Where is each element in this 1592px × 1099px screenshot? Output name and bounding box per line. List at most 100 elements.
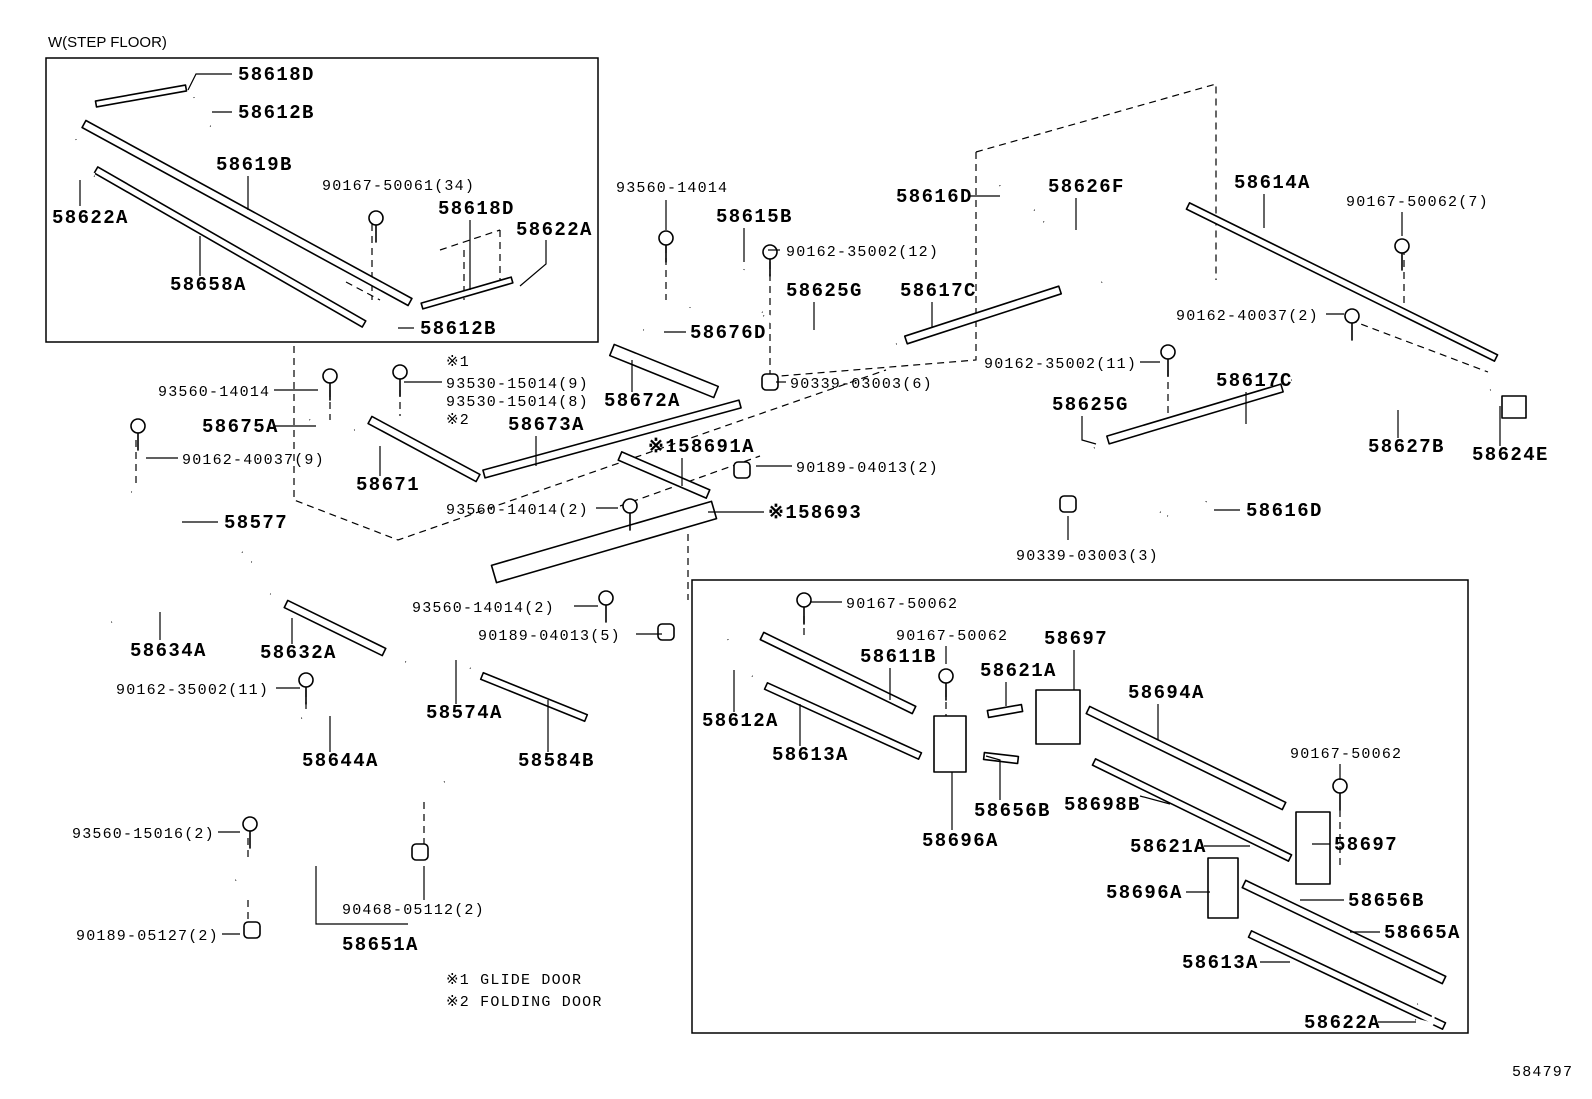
part-number-label: 58621A [1130,836,1207,858]
part-number-label: 58626F [1048,176,1125,198]
part-number-label: 58676D [690,322,767,344]
part-number-label: 58616D [1246,500,1323,522]
part-58698b [1091,758,1293,862]
fastener-label: 90167-50062 [846,596,958,613]
screw-icon [130,418,146,434]
fastener-label: 93560-14014 [616,180,728,197]
part-number-label: 58577 [224,512,288,534]
screw-icon [796,592,812,608]
clip-icon [733,461,751,479]
part-58693 [490,500,718,584]
part-number-label: 58615B [716,206,793,228]
part-number-label: 58671 [356,474,420,496]
part-number-label: 58611B [860,646,937,668]
part-58694a [1085,705,1287,811]
part-number-label: 58574A [426,702,503,724]
diagram-title: W(STEP FLOOR) [48,34,167,51]
part-number-label: 58673A [508,414,585,436]
leader-line [1139,795,1171,805]
leader-line [1081,416,1097,445]
screw-icon [242,816,258,832]
leader-line [985,755,1001,800]
fastener-label: 90162-40037(9) [182,452,325,469]
part-number-label: 58634A [130,640,207,662]
screw-icon [762,244,778,260]
part-58697 [1035,689,1081,745]
part-number-label: 58613A [1182,952,1259,974]
part-number-label: 58698B [1064,794,1141,816]
screw-icon [368,210,384,226]
fastener-label: 90162-35002(11) [116,682,269,699]
fastener-label: 90167-50062 [896,628,1008,645]
part-number-label: 58697 [1044,628,1108,650]
fastener-label: 90189-05127(2) [76,928,219,945]
clip-icon [243,921,261,939]
part-58621a [986,703,1024,719]
clip-icon [657,623,675,641]
part-number-label: 58622A [52,207,129,229]
part-number-label: 58656B [974,800,1051,822]
leader-line [519,240,547,287]
part-number-label: 58632A [260,642,337,664]
screw-icon [298,672,314,688]
part-58632a [283,599,387,657]
screw-icon [622,498,638,514]
fastener-label: 90162-35002(12) [786,244,939,261]
footnote-folding-door: ※2 FOLDING DOOR [446,994,603,1011]
part-number-label: ※158693 [768,502,862,524]
part-58617c [903,285,1063,345]
part-58584b [479,671,589,723]
part-number-label: 58618D [238,64,315,86]
part-number-label: 58584B [518,750,595,772]
fastener-label: 93560-15016(2) [72,826,215,843]
part-58671 [367,415,481,483]
fastener-label: ※1 [446,354,470,371]
fastener-label: 90468-05112(2) [342,902,485,919]
part-number-label: 58612B [238,102,315,124]
part-58614a [1185,202,1499,362]
part-58611b [759,631,917,715]
part-number-label: 58622A [1304,1012,1381,1034]
part-58618d [94,84,188,108]
part-number-label: 58697 [1334,834,1398,856]
part-number-label: 58617C [1216,370,1293,392]
screw-icon [598,590,614,606]
part-number-label: ※158691A [648,436,755,458]
part-number-label: 58694A [1128,682,1205,704]
part-number-label: 58625G [786,280,863,302]
fastener-label: 90167-50061(34) [322,178,475,195]
part-number-label: 58665A [1384,922,1461,944]
part-58691a [617,451,711,499]
part-number-label: 58624E [1472,444,1549,466]
part-58672a [608,343,720,399]
fastener-label: 93530-15014(8) [446,394,589,411]
fastener-label: 90339-03003(3) [1016,548,1159,565]
fastener-label: 90167-50062 [1290,746,1402,763]
step-floor-inset-frame [45,57,599,343]
figure-number: 584797 [1512,1064,1573,1081]
fastener-label: ※2 [446,412,470,429]
part-58665a [1241,879,1447,985]
part-58673a [482,399,742,479]
part-number-label: 58618D [438,198,515,220]
lower-right-inset-frame [691,579,1469,1034]
part-number-label: 58616D [896,186,973,208]
part-58617c-right [1106,383,1284,445]
clip-icon [761,373,779,391]
part-number-label: 58672A [604,390,681,412]
part-number-label: 58619B [216,154,293,176]
part-number-label: 58622A [516,219,593,241]
leader-line [187,73,232,91]
part-number-label: 58625G [1052,394,1129,416]
screw-icon [938,668,954,684]
part-58613a-lower [1247,930,1447,1030]
part-labels: 58618D58612B58619B90167-50061(34)58618D5… [52,64,1549,1034]
part-number-label: 58621A [980,660,1057,682]
fastener-label: 90189-04013(2) [796,460,939,477]
clip-icon [411,843,429,861]
part-number-label: 58644A [302,750,379,772]
part-58613a [763,682,923,760]
part-number-label: 58651A [342,934,419,956]
part-number-label: 58612A [702,710,779,732]
